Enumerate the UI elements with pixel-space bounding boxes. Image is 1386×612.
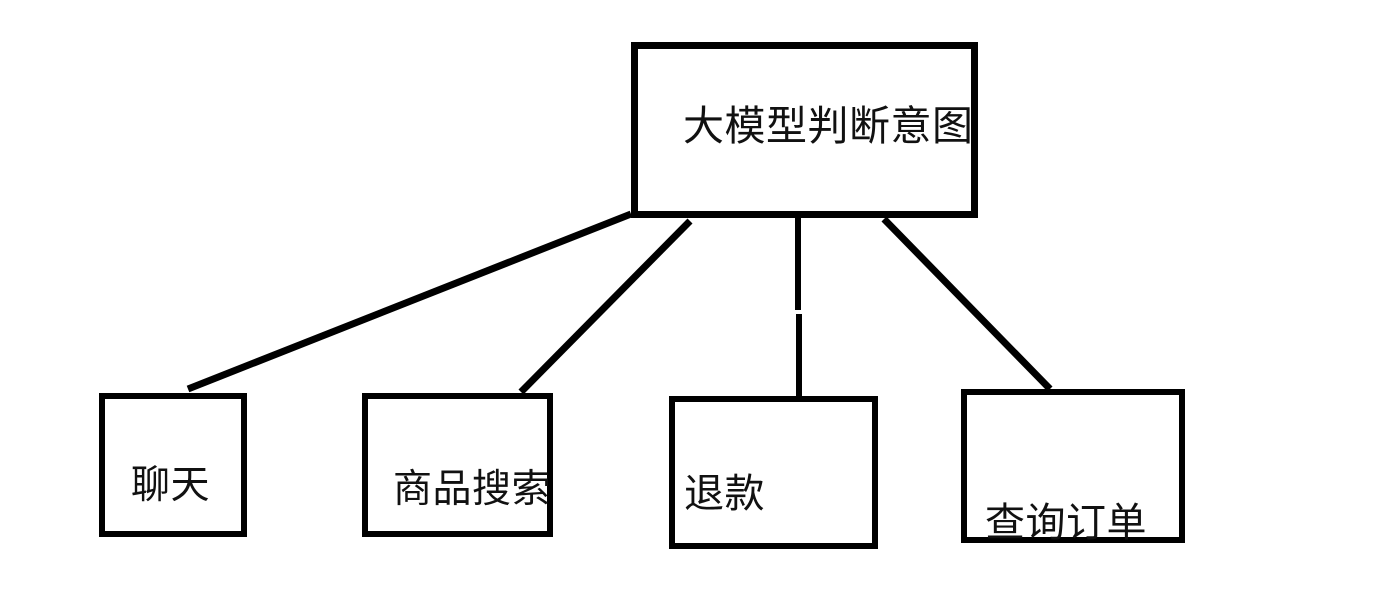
refund-node-label: 退款 — [684, 472, 765, 516]
edge-root-to-chat — [186, 210, 633, 393]
query-order-node[interactable] — [961, 389, 1185, 543]
edge-root-to-product-search — [518, 218, 693, 395]
query-order-node-label: 查询订单 — [985, 501, 1147, 545]
edge-root-to-query-order — [881, 216, 1053, 392]
product-search-node[interactable] — [362, 393, 553, 537]
intent-classification-node[interactable] — [631, 42, 978, 218]
refund-node[interactable] — [669, 396, 878, 549]
chat-node[interactable] — [99, 393, 247, 537]
intent-classification-node-label: 大模型判断意图 — [683, 103, 974, 149]
product-search-node-label: 商品搜索 — [393, 468, 552, 511]
chat-node-label: 聊天 — [131, 464, 211, 507]
